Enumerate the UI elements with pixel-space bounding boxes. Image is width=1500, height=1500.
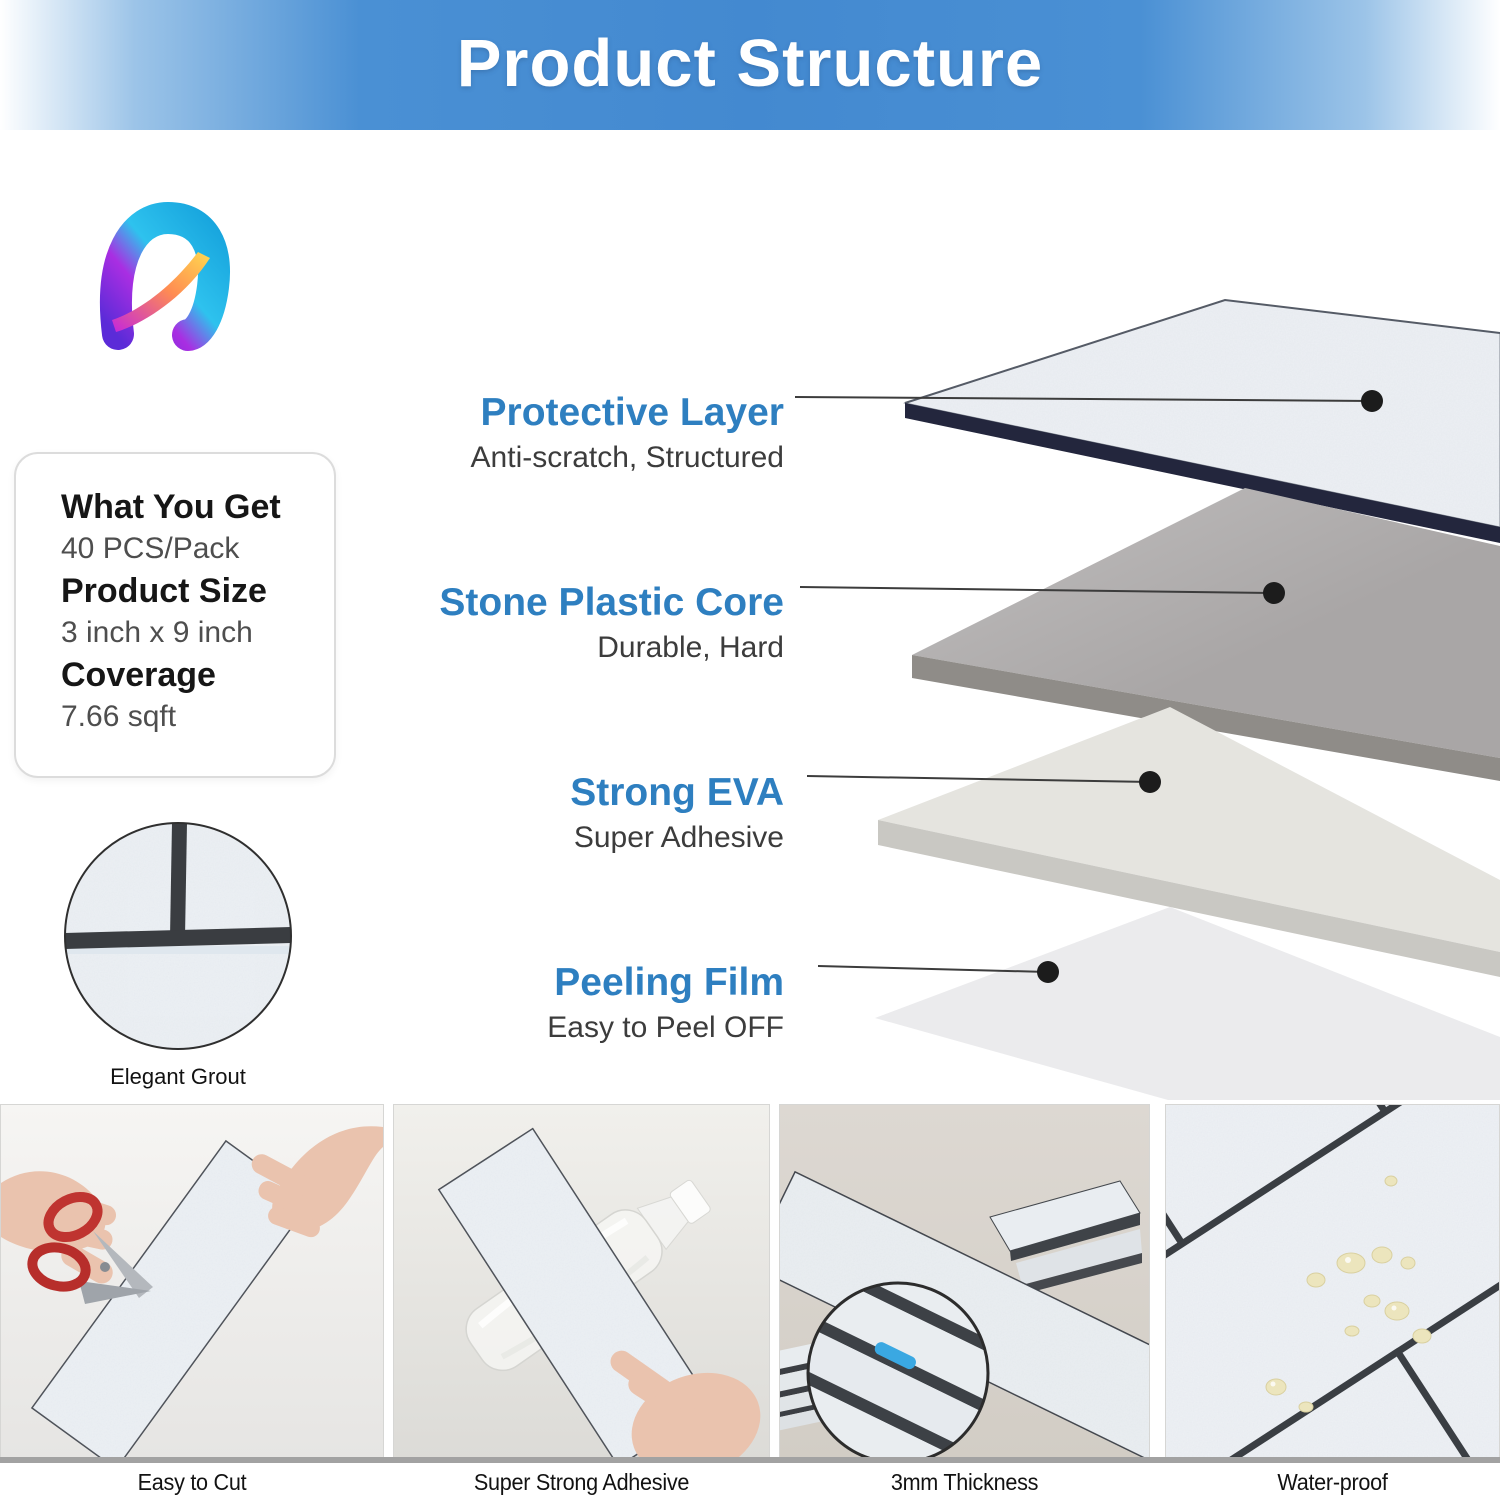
product-info-card: What You Get 40 PCS/Pack Product Size 3 … (14, 452, 336, 778)
leader-dots (1037, 390, 1383, 983)
grout-detail-image (64, 822, 292, 1050)
hand (610, 1350, 761, 1459)
layer-label-core: Stone Plastic Core Durable, Hard (439, 581, 784, 668)
layer-label-protective: Protective Layer Anti-scratch, Structure… (471, 391, 784, 478)
photo-strip-baseline (0, 1457, 1500, 1463)
grout-line-vertical (169, 823, 188, 941)
page-title: Product Structure (456, 26, 1044, 101)
grout-line-horizontal (65, 926, 291, 950)
header-banner: Product Structure (0, 0, 1500, 130)
layer-title: Protective Layer (480, 391, 785, 434)
feature-caption: Water-proof (1277, 1469, 1388, 1495)
info-value: 40 PCS/Pack (61, 532, 240, 565)
feature-caption: 3mm Thickness (890, 1469, 1039, 1495)
feature-photo-adhesive (393, 1104, 770, 1460)
layer-subtitle: Easy to Peel OFF (547, 1011, 784, 1044)
layer-diagram (794, 298, 1500, 1100)
info-label: Product Size (61, 572, 267, 610)
info-value: 3 inch x 9 inch (61, 616, 253, 649)
thickness-mark (874, 1342, 916, 1370)
slab-strong-eva (878, 707, 1500, 977)
grout-caption: Elegant Grout (110, 1064, 246, 1089)
info-value: 7.66 sqft (61, 700, 177, 733)
layer-label-film: Peeling Film Easy to Peel OFF (547, 961, 784, 1048)
layer-subtitle: Super Adhesive (573, 821, 784, 854)
brand-logo-icon (99, 201, 230, 351)
feature-photo-waterproof (1165, 1104, 1500, 1460)
feature-caption: Super Strong Adhesive (473, 1469, 690, 1495)
layer-subtitle: Durable, Hard (597, 631, 784, 664)
slab-stone-plastic-core (912, 488, 1500, 781)
scissors-icon (27, 1191, 153, 1304)
layer-title: Peeling Film (554, 961, 784, 1004)
info-label: What You Get (61, 488, 281, 526)
tile-stack-back (989, 1180, 1142, 1294)
slab-peeling-film (875, 907, 1500, 1100)
slab-navy-edge (905, 403, 1500, 543)
layer-label-eva: Strong EVA Super Adhesive (570, 771, 784, 858)
water-droplets (1265, 1175, 1432, 1413)
feature-photo-thickness (779, 1104, 1150, 1460)
feature-photo-easy-to-cut (0, 1104, 384, 1460)
layer-subtitle: Anti-scratch, Structured (470, 441, 784, 474)
leader-lines (794, 396, 1373, 973)
slab-protective-layer (903, 298, 1500, 543)
layer-title: Stone Plastic Core (439, 581, 784, 624)
grout-lines (1166, 1105, 1499, 1459)
info-label: Coverage (61, 656, 216, 694)
layer-title: Strong EVA (570, 771, 784, 814)
hand (251, 1126, 383, 1238)
feature-caption: Easy to Cut (137, 1469, 247, 1495)
